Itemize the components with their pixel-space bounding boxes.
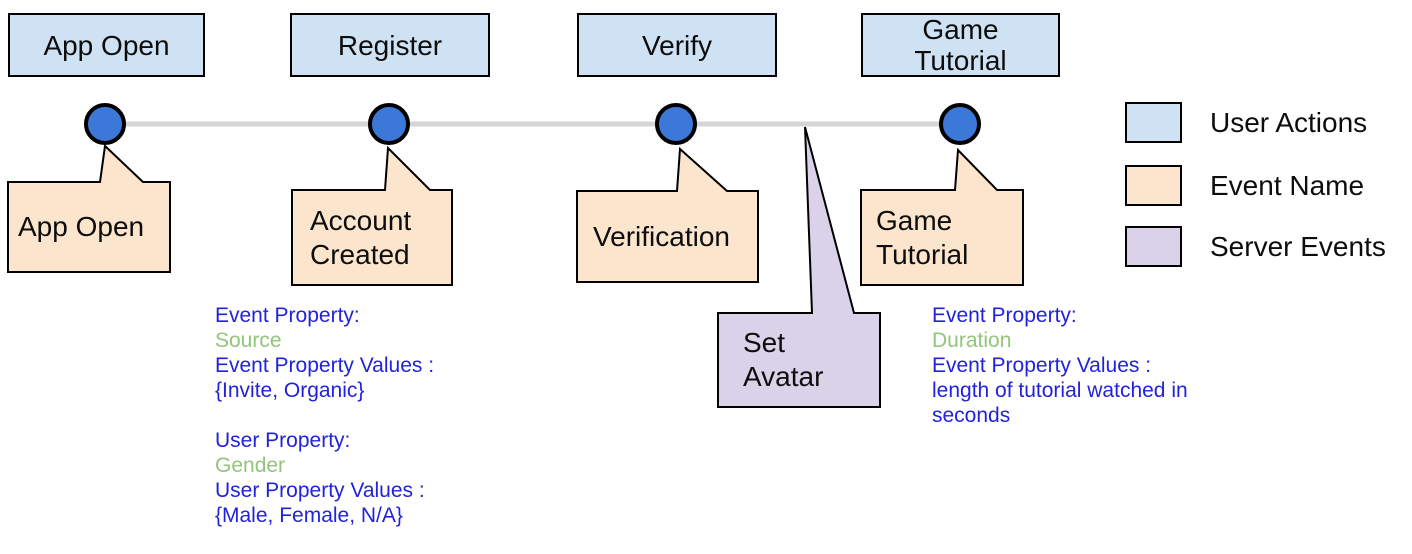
annotation-line: Event Property Values :: [932, 354, 1152, 377]
annotation-line: length of tutorial watched in: [932, 379, 1188, 402]
event-callout-label-game-tutorial: Game Tutorial: [863, 192, 1021, 283]
annotation-line: Gender: [215, 454, 286, 477]
event-callout-label-app-open: App Open: [10, 184, 168, 270]
legend-swatch-user-actions: [1125, 102, 1182, 143]
annotation-line: Event Property:: [932, 304, 1077, 327]
annotation-line: User Property:: [215, 429, 351, 452]
legend-label: Event Name: [1210, 169, 1365, 201]
legend-swatch-server-events: [1125, 226, 1182, 267]
legend-item-event-name: Event Name: [1125, 165, 1364, 206]
event-callout-label-account-created: Account Created: [294, 192, 450, 283]
action-box-app-open: App Open: [8, 13, 205, 77]
event-label: Verification: [593, 220, 730, 252]
annotation-line: Event Property:: [215, 304, 360, 327]
annotation-line: seconds: [932, 404, 1011, 427]
action-box-label: Verify: [641, 29, 713, 61]
annotation-line: Duration: [932, 329, 1012, 352]
timeline-marker-register: [368, 103, 410, 145]
annotation-line: User Property Values :: [215, 479, 425, 502]
legend-swatch-event-name: [1125, 165, 1182, 206]
event-callout-shape-verification: [576, 146, 759, 283]
action-box-verify: Verify: [577, 13, 777, 77]
event-label: Game Tutorial: [876, 204, 969, 270]
server-event-label-set-avatar: Set Avatar: [720, 315, 878, 405]
timeline-marker-verify: [655, 103, 697, 145]
event-label: App Open: [18, 211, 145, 242]
action-box-game-tutorial: Game Tutorial: [861, 13, 1060, 77]
event-callout-label-verification: Verification: [579, 193, 756, 280]
event-callout-shape-game-tutorial: [860, 147, 1024, 286]
action-box-label: Game Tutorial: [914, 14, 1007, 76]
annotation-line: [215, 403, 505, 428]
event-label: Account Created: [310, 204, 412, 270]
annotation-line: {Male, Female, N/A}: [215, 504, 403, 527]
legend-label: Server Events: [1210, 230, 1386, 262]
annotation-line: Source: [215, 329, 282, 352]
legend-item-server-events: Server Events: [1125, 226, 1386, 267]
annotation-game-tutorial-properties: Event Property: Duration Event Property …: [932, 303, 1292, 428]
timeline-marker-app-open: [84, 103, 126, 145]
event-callout-shape-account-created: [291, 145, 453, 286]
annotation-line: Event Property Values :: [215, 354, 435, 377]
event-callout-shape-app-open: [7, 143, 171, 273]
action-box-label: Register: [337, 29, 443, 61]
server-event-label: Set Avatar: [743, 327, 824, 392]
annotation-line: {Invite, Organic}: [215, 379, 365, 402]
legend-label: User Actions: [1210, 106, 1368, 138]
legend-item-user-actions: User Actions: [1125, 102, 1367, 143]
annotation-register-properties: Event Property: Source Event Property Va…: [215, 303, 505, 528]
action-box-register: Register: [290, 13, 490, 77]
timeline-marker-game-tutorial: [939, 103, 981, 145]
action-box-label: App Open: [43, 29, 170, 61]
server-event-callout-shape: [717, 126, 881, 408]
